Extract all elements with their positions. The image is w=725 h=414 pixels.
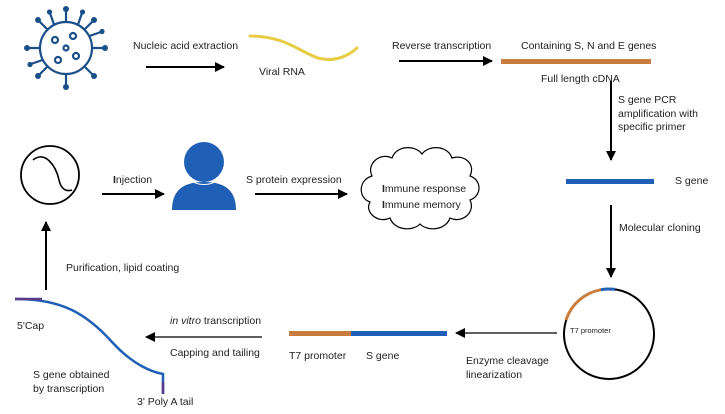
virus-icon bbox=[24, 6, 108, 90]
label-s-gene-right: S gene bbox=[675, 175, 709, 187]
s-gene-bar bbox=[566, 179, 654, 184]
label-immune-memory-initial: I bbox=[382, 199, 385, 211]
label-5-cap: 5'Cap bbox=[17, 320, 45, 332]
label-3-poly-a-tail: 3' Poly A tail bbox=[137, 396, 194, 408]
label-molecular-cloning: Molecular cloning bbox=[619, 222, 701, 234]
viral-rna-strand bbox=[248, 34, 359, 62]
label-in-vitro-transcription: in vitro transcription bbox=[170, 315, 261, 328]
label-t7-promoter-plasmid: T7 promoter bbox=[570, 326, 611, 335]
person-icon bbox=[172, 142, 236, 210]
label-t7-promoter-linear: T7 promoter bbox=[289, 350, 347, 362]
label-reverse-transcription: Reverse transcription bbox=[392, 40, 492, 52]
full-length-cdna-bar bbox=[501, 59, 651, 64]
label-immune-memory-rest: mmune memory bbox=[384, 199, 461, 211]
label-s-gene-pcr: S gene PCR amplification with specific p… bbox=[618, 94, 698, 133]
label-transcription-word: transcription bbox=[200, 315, 262, 327]
s-gene-segment bbox=[351, 331, 447, 336]
label-s-gene-obtained: S gene obtained by transcription bbox=[33, 369, 110, 395]
label-injection: Injection bbox=[113, 174, 152, 187]
label-immune-response: Immune response bbox=[382, 183, 466, 196]
label-immune-response-initial: I bbox=[382, 183, 385, 195]
label-purification-lipid: Purification, lipid coating bbox=[66, 262, 180, 274]
label-capping-and-tailing: Capping and tailing bbox=[170, 347, 260, 359]
mrna-strand bbox=[14, 297, 165, 394]
label-s-gene-linear: S gene bbox=[366, 350, 400, 362]
label-nucleic-acid-extraction: Nucleic acid extraction bbox=[133, 40, 239, 52]
cloud-icon bbox=[360, 147, 480, 230]
label-containing-genes: Containing S, N and E genes bbox=[521, 40, 657, 52]
t7-promoter-segment bbox=[289, 331, 351, 336]
label-enzyme-cleavage: Enzyme cleavage linearization bbox=[466, 355, 549, 381]
label-immune-memory: Immune memory bbox=[382, 199, 461, 212]
label-s-protein-expression: S protein expression bbox=[246, 174, 342, 186]
label-injection-initial: I bbox=[113, 174, 116, 186]
label-viral-rna: Viral RNA bbox=[259, 66, 305, 78]
label-injection-rest: njection bbox=[115, 174, 153, 186]
plasmid-icon bbox=[563, 287, 655, 380]
label-in-vitro-italic: in vitro bbox=[170, 315, 201, 327]
lipid-nanoparticle-icon bbox=[20, 145, 80, 205]
label-full-length-cdna: Full length cDNA bbox=[541, 73, 620, 85]
label-immune-response-rest: mmune response bbox=[384, 183, 467, 195]
